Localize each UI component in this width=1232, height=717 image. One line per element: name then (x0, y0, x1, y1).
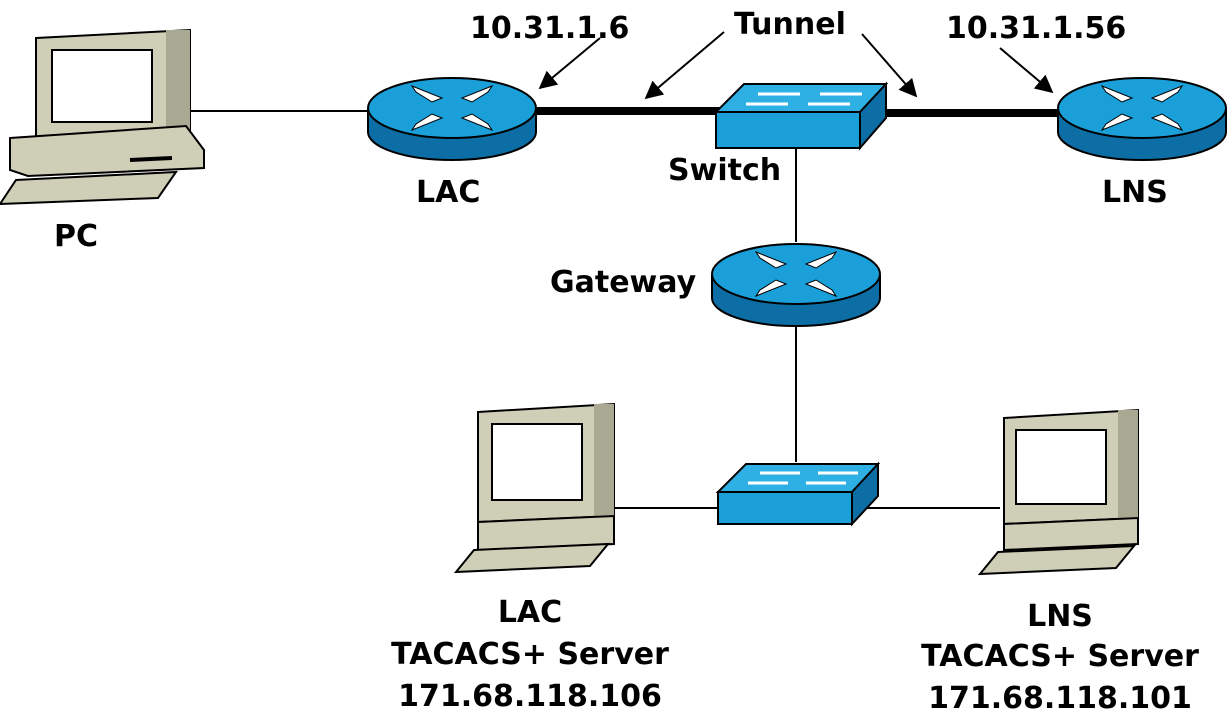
workstation-icon (977, 408, 1139, 576)
arrow-tunnel-left (644, 31, 725, 100)
lac-label: LAC (416, 175, 481, 210)
lac-tacacs-ip: 171.68.118.106 (398, 679, 662, 714)
tunnel-label: Tunnel (734, 7, 846, 42)
lns-tacacs-ip: 171.68.118.101 (928, 681, 1192, 716)
gateway-label: Gateway (550, 265, 697, 300)
lns-tacacs-title: LNS (1027, 599, 1093, 634)
workstation-icon (453, 402, 615, 574)
lac-tacacs-role: TACACS+ Server (391, 637, 669, 672)
router-icon (711, 243, 881, 327)
arrow-lns-ip (999, 47, 1054, 94)
workstation-icon (0, 28, 205, 206)
lns-label: LNS (1102, 175, 1168, 210)
switch-label: Switch (668, 153, 782, 188)
switch-icon (713, 81, 889, 151)
annotation-arrows (538, 31, 1054, 100)
switch-icon (715, 461, 881, 527)
arrow-lac-ip (538, 37, 601, 90)
lac-ip-label: 10.31.1.6 (470, 11, 630, 46)
links (176, 107, 1062, 509)
pc-label: PC (54, 219, 99, 254)
lns-tacacs-role: TACACS+ Server (921, 639, 1199, 674)
router-icon (1057, 77, 1227, 161)
arrow-tunnel-right (861, 33, 918, 98)
lac-tacacs-title: LAC (497, 595, 563, 630)
lns-ip-label: 10.31.1.56 (946, 11, 1127, 46)
router-icon (367, 77, 537, 161)
